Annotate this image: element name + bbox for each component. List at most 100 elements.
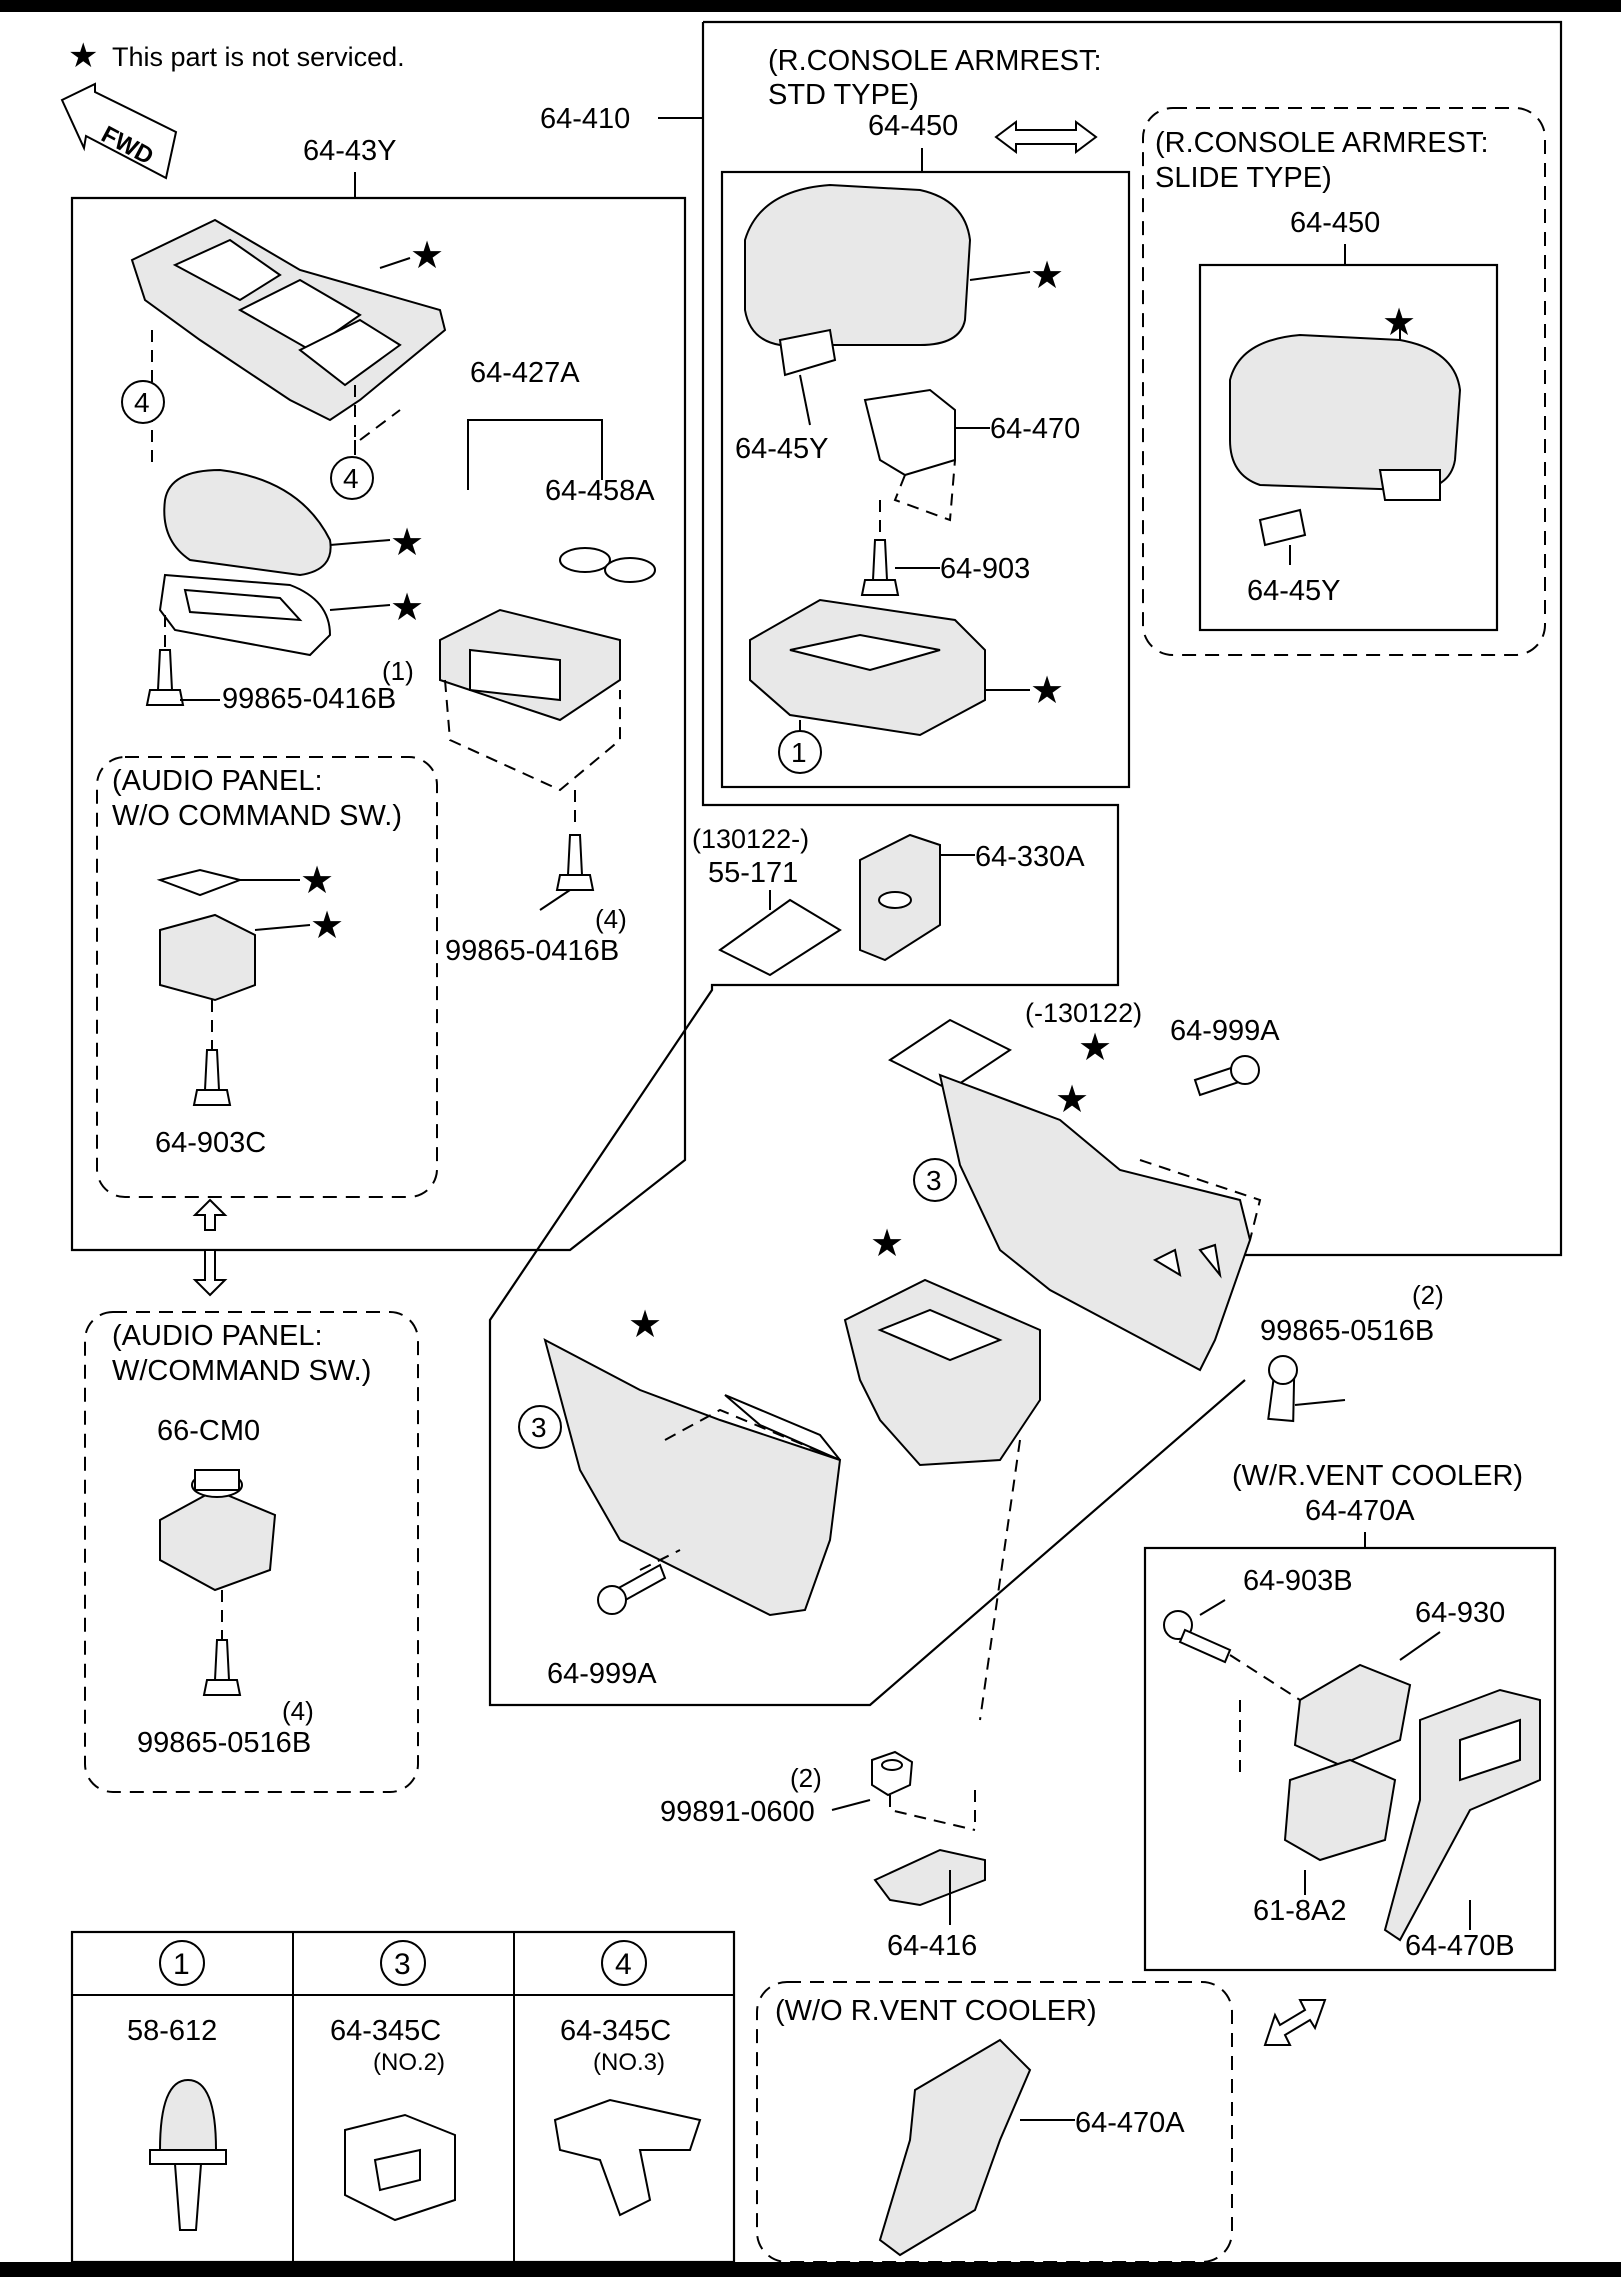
armrest-std-box xyxy=(720,170,1131,789)
star-marker: ★ xyxy=(1078,1027,1112,1069)
bottom-border xyxy=(0,2262,1621,2277)
label-66-CM0: 66-CM0 xyxy=(157,1415,260,1447)
label-64-45Y-slide: 64-45Y xyxy=(1247,575,1341,607)
date-before: (-130122) xyxy=(1025,998,1142,1028)
table-header-4: 4 xyxy=(615,1948,632,1981)
label-64-999A-top: 64-999A xyxy=(1170,1015,1280,1047)
screw-icon xyxy=(555,834,595,891)
mat-before xyxy=(888,1018,1012,1092)
console-left-panel xyxy=(543,1338,842,1617)
table-header-1: 1 xyxy=(173,1948,190,1981)
audio-w-line1: (AUDIO PANEL: xyxy=(112,1320,323,1352)
bolt-icon xyxy=(1163,1610,1232,1664)
label-64-427A: 64-427A xyxy=(470,357,580,389)
clip-no2-icon xyxy=(344,2113,456,2222)
group-audio-wo-command xyxy=(96,756,438,1198)
bolt-icon xyxy=(1193,1055,1260,1097)
armrest-slide-line2: SLIDE TYPE) xyxy=(1155,162,1332,194)
screw-icon xyxy=(192,1049,232,1106)
shift-bezel xyxy=(158,573,332,657)
label-64-999A-low: 64-999A xyxy=(547,1658,657,1690)
swap-arrow-icon xyxy=(1263,1999,1327,2046)
date-after: (130122-) xyxy=(692,824,809,854)
label-64-45Y-std: 64-45Y xyxy=(735,433,829,465)
qty-2-nut: (2) xyxy=(790,1763,822,1793)
bolt-icon xyxy=(597,1563,667,1615)
armrest-latch-slide xyxy=(1258,508,1307,547)
callout-3-upper: 3 xyxy=(926,1165,942,1196)
armrest-std-line1: (R.CONSOLE ARMREST: xyxy=(768,45,1102,77)
table-header-3: 3 xyxy=(394,1948,411,1981)
bracket-64-416 xyxy=(873,1848,986,1907)
audio-panel-cover xyxy=(156,868,244,897)
qty-1-top: (1) xyxy=(382,656,414,686)
table-part-1: 58-612 xyxy=(127,2015,217,2047)
star-marker: ★ xyxy=(628,1304,662,1346)
group-box-64-410 xyxy=(703,20,1563,1257)
qty-4-low: (4) xyxy=(282,1696,314,1726)
label-64-450-std: 64-450 xyxy=(868,110,958,142)
label-64-470: 64-470 xyxy=(990,413,1080,445)
trim-64-470A-wo xyxy=(878,2038,1032,2257)
star-marker: ★ xyxy=(1030,670,1064,712)
audio-w-line2: W/COMMAND SW.) xyxy=(112,1355,371,1387)
callout-1: 1 xyxy=(791,737,807,768)
console-rear-panel xyxy=(938,1073,1252,1372)
table-part-3: 64-345C xyxy=(330,2015,441,2047)
armrest-base-std xyxy=(749,598,986,737)
armrest-std-line2: STD TYPE) xyxy=(768,79,919,111)
label-64-903: 64-903 xyxy=(940,553,1030,585)
group-armrest-slide xyxy=(1142,107,1546,656)
screw-icon xyxy=(202,1639,242,1696)
mat-55-171 xyxy=(718,898,842,977)
swap-arrow-icon xyxy=(994,120,1098,154)
screw-icon xyxy=(1267,1355,1298,1423)
clip-no3-icon xyxy=(553,2098,702,2217)
star-marker: ★ xyxy=(390,587,424,629)
group-audio-w-command xyxy=(84,1311,419,1793)
qty-4-mid: (4) xyxy=(595,904,627,934)
armrest-lid-slide xyxy=(1229,333,1462,501)
label-64-416: 64-416 xyxy=(887,1930,977,1962)
star-marker: ★ xyxy=(390,522,424,564)
label-64-410: 64-410 xyxy=(540,103,630,135)
armrest-slide-box xyxy=(1198,263,1499,632)
screw-icon xyxy=(145,649,185,706)
nut-icon xyxy=(871,1750,914,1797)
audio-panel-housing xyxy=(159,913,256,1002)
star-marker: ★ xyxy=(410,235,444,277)
label-64-470A: 64-470A xyxy=(1305,1495,1415,1527)
vent-grille xyxy=(1293,1663,1412,1767)
group-no-vent-cooler xyxy=(756,1981,1233,2263)
star-marker: ★ xyxy=(300,860,334,902)
label-99865-0416B-top: 99865-0416B xyxy=(222,683,396,715)
tray-64-330A xyxy=(859,833,941,962)
label-64-43Y: 64-43Y xyxy=(303,135,397,167)
command-switch-knob xyxy=(159,1469,277,1592)
audio-wo-line2: W/O COMMAND SW.) xyxy=(112,800,402,832)
label-64-930: 64-930 xyxy=(1415,1597,1505,1629)
armrest-slide-line1: (R.CONSOLE ARMREST: xyxy=(1155,127,1489,159)
legend-note: This part is not serviced. xyxy=(112,42,405,72)
fastener-table: 1 3 4 58-612 64-345C (NO.2) 64-345C (NO.… xyxy=(70,1930,736,2264)
legend-star: ★ xyxy=(68,37,98,75)
callout-4-right: 4 xyxy=(343,463,359,494)
vent-trim-64-470B xyxy=(1383,1688,1541,1942)
label-99891-0600: 99891-0600 xyxy=(660,1796,815,1828)
label-99865-0416B-mid: 99865-0416B xyxy=(445,935,619,967)
audio-wo-line1: (AUDIO PANEL: xyxy=(112,765,323,797)
label-64-903C: 64-903C xyxy=(155,1127,266,1159)
cup-holder xyxy=(439,608,621,792)
label-64-470B: 64-470B xyxy=(1405,1930,1515,1962)
label-vent-wo: (W/O R.VENT COOLER) xyxy=(775,1995,1097,2027)
star-marker: ★ xyxy=(1382,302,1416,344)
top-border xyxy=(0,0,1621,12)
swap-arrow-icon xyxy=(192,1198,228,1297)
qty-2-right: (2) xyxy=(1412,1280,1444,1310)
label-61-8A2: 61-8A2 xyxy=(1253,1895,1347,1927)
callout-4-left: 4 xyxy=(134,387,150,418)
label-64-903B: 64-903B xyxy=(1243,1565,1353,1597)
clip-58-612-icon xyxy=(149,2078,227,2231)
label-64-458A: 64-458A xyxy=(545,475,655,507)
